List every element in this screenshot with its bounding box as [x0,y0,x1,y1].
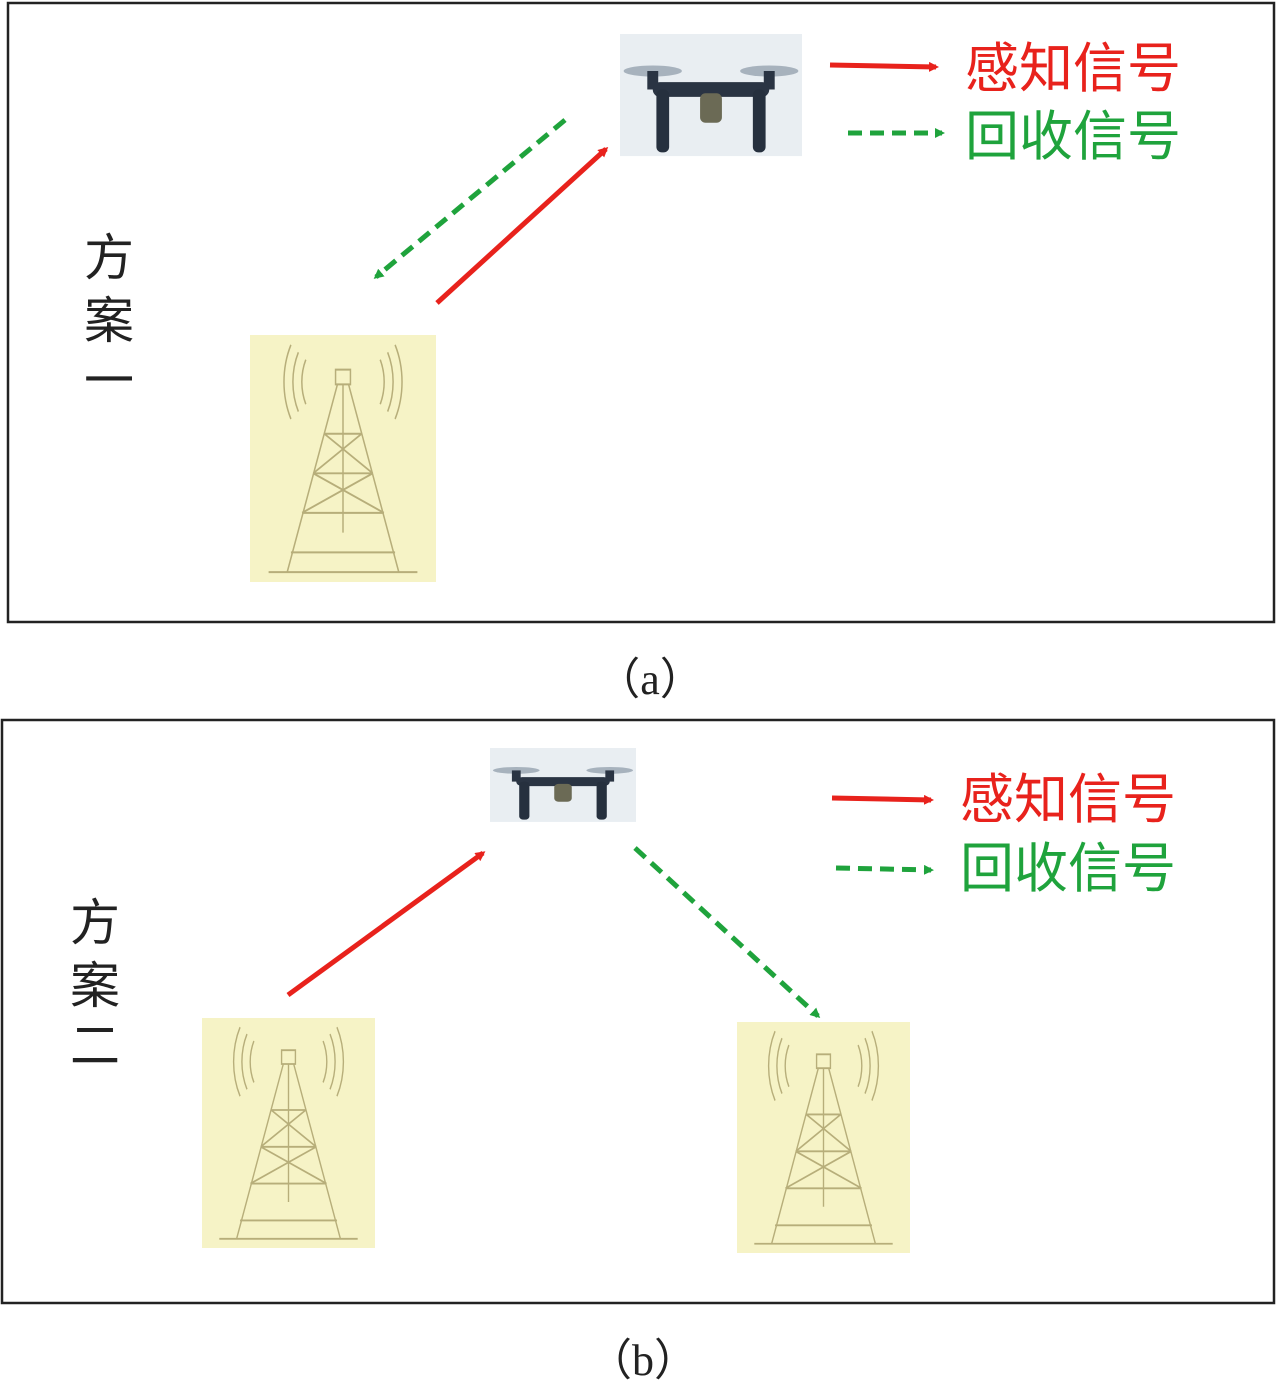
drone-icon [490,748,636,822]
scheme-label-char: 案 [84,292,134,350]
panel-b: 感知信号 回收信号 方 案 二 [0,718,1276,1305]
scheme-label-char: 一 [84,352,134,410]
tower-icon [249,334,437,583]
legend-recovery-arrow [835,864,934,875]
recovery-signal-arrow [633,846,821,1019]
legend-sensing-arrow [829,61,939,72]
legend-sensing-label: 感知信号 [960,768,1176,831]
panel-a-frame [6,1,1276,624]
legend-recovery-label: 回收信号 [960,837,1176,900]
legend-sensing-arrow [831,794,934,805]
caption-b: （b） [588,1336,698,1385]
scheme-label-char: 方 [70,894,120,952]
legend-sensing-label: 感知信号 [965,37,1181,100]
scheme-label-char: 方 [84,229,134,287]
drone-icon [620,34,802,157]
panel-b-frame [0,718,1276,1305]
tower-icon [201,1017,376,1249]
tower-icon [736,1021,911,1254]
legend-recovery-label: 回收信号 [965,105,1181,168]
scheme-label-char: 二 [70,1017,120,1075]
recovery-signal-arrow [373,118,567,279]
scheme-label-char: 案 [70,957,120,1015]
sensing-signal-arrow [286,850,486,998]
sensing-signal-arrow [435,146,609,305]
panel-a: 感知信号 回收信号 方 案 一 [6,1,1276,624]
caption-a: （a） [596,655,704,704]
